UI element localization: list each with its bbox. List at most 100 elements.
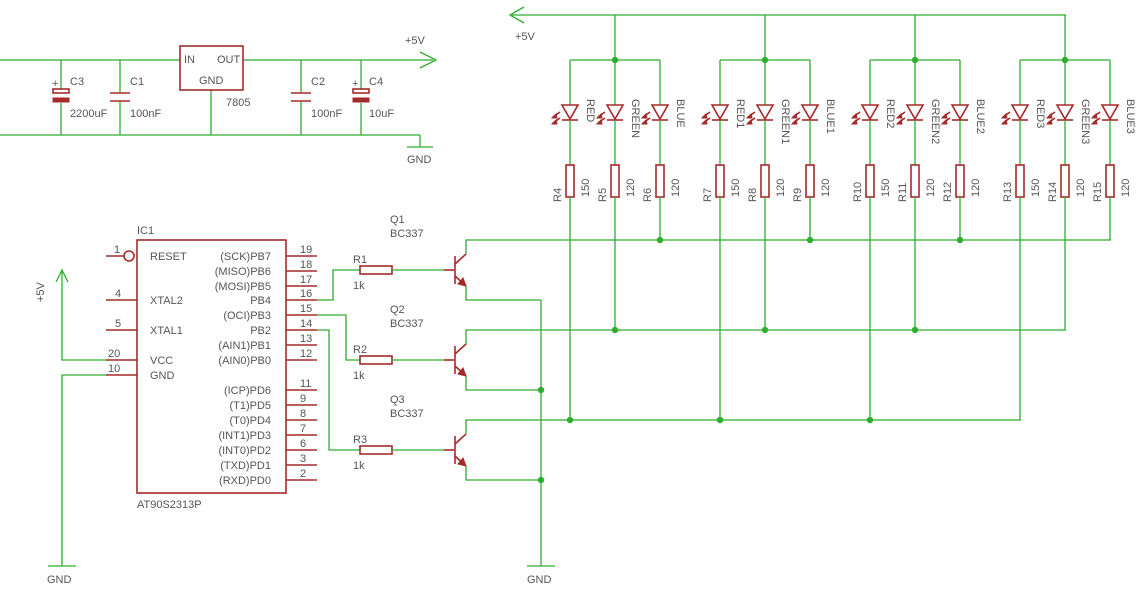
led-diode [1010,104,1030,121]
led-name: BLUE2 [974,99,986,134]
led-diode [905,104,925,121]
base-resistor [359,265,393,275]
ic-left-pin-number: 20 [108,348,120,360]
resistor-name: R14 [1047,182,1059,202]
ic-right-pin-name: (AIN0)PB0 [218,355,271,367]
ic-right-pin-name: (T0)PD4 [229,415,271,427]
current-limit-resistor [805,164,815,198]
led-name: RED1 [734,99,746,128]
ic-left-pin-name: GND [150,370,175,382]
base-resistor-value: 1k [353,280,365,292]
ic-right-pin-name: (SCK)PB7 [220,251,271,263]
c1-name: C1 [130,76,144,88]
svg-text:+: + [352,78,358,90]
ic-right-pin-name: (OCI)PB3 [223,310,271,322]
junction-dot [611,326,619,334]
ic-right-pin-number: 16 [300,288,312,300]
led-diode [710,104,730,121]
transistor-part: BC337 [390,408,424,420]
current-limit-resistor [955,164,965,198]
ic-gnd-label: GND [47,574,72,586]
ic-right-pin-number: 19 [300,244,312,256]
ic-right-pin-name: PB2 [250,325,271,337]
led-diode [650,104,670,121]
ic-left-pin-number: 10 [108,363,120,375]
ic-right-pin-number: 6 [300,438,306,450]
c3-capacitor [52,88,70,94]
base-resistor-value: 1k [353,460,365,472]
resistor-name: R8 [747,188,759,202]
current-limit-resistor [1105,164,1115,198]
ic-right-pin-number: 13 [300,333,312,345]
junction-dot [866,416,874,424]
junction-dot [806,236,814,244]
c1-value: 100nF [130,108,161,120]
regulator-7805 [179,45,244,91]
led-diode [1055,104,1075,121]
led-name: RED3 [1034,99,1046,128]
c4-name: C4 [369,76,383,88]
led-name: GREEN2 [929,99,941,144]
c4-capacitor [352,88,370,94]
ic-right-pin-name: (T1)PD5 [229,400,271,412]
led-diode [1100,104,1120,121]
ic-left-pin-number: 4 [115,288,121,300]
ic-right-pin-name: (MOSI)PB5 [215,281,271,293]
ic-right-pin-name: (INT0)PD2 [218,445,271,457]
current-limit-resistor [715,164,725,198]
supply-5v-label: +5V [405,35,426,47]
resistor-value: 120 [1075,179,1087,197]
junction-dot [956,236,964,244]
resistor-value: 150 [880,179,892,197]
ic-right-pin-number: 17 [300,274,312,286]
ic-right-pin-number: 9 [300,393,306,405]
base-resistor-value: 1k [353,370,365,382]
ic-left-pin-name: XTAL2 [150,295,183,307]
ic-left-pin-number: 1 [114,244,120,256]
ic-right-pin-number: 18 [300,259,312,271]
c2-value: 100nF [311,108,342,120]
resistor-value: 120 [970,179,982,197]
current-limit-resistor [610,164,620,198]
current-limit-resistor [1060,164,1070,198]
transistor-name: Q1 [390,214,405,226]
ic-right-pin-name: (ICP)PD6 [224,385,271,397]
ic-right-pin-name: (AIN1)PB1 [218,340,271,352]
junction-dot [716,416,724,424]
led-diode [950,104,970,121]
ic1-body [136,239,287,494]
ic-left-pin-name: RESET [150,251,187,263]
ic1-name: IC1 [137,225,154,237]
ic-left-pin-number: 5 [115,318,121,330]
resistor-name: R5 [597,188,609,202]
transistor-name: Q3 [390,394,405,406]
led-diode [605,104,625,121]
base-resistor [359,445,393,455]
resistor-name: R12 [942,182,954,202]
reg-part-label: 7805 [226,97,250,109]
c3-value: 2200uF [70,108,108,120]
transistor-part: BC337 [390,318,424,330]
reg-gnd-label: GND [199,75,224,87]
vcc-5v-label: +5V [35,281,47,302]
c3-name: C3 [70,76,84,88]
ic-right-pin-number: 14 [300,318,312,330]
ic-right-pin-number: 7 [300,423,306,435]
ic-right-pin-number: 3 [300,453,306,465]
led-name: BLUE3 [1124,99,1136,134]
ic-right-pin-number: 11 [300,378,311,390]
current-limit-resistor [865,164,875,198]
resistor-value: 150 [730,179,742,197]
driver-gnd-label: GND [527,574,552,586]
led-name: RED2 [884,99,896,128]
c4-value: 10uF [369,108,394,120]
ic-right-pin-name: PB4 [250,295,271,307]
resistor-name: R10 [852,182,864,202]
resistor-name: R9 [792,188,804,202]
